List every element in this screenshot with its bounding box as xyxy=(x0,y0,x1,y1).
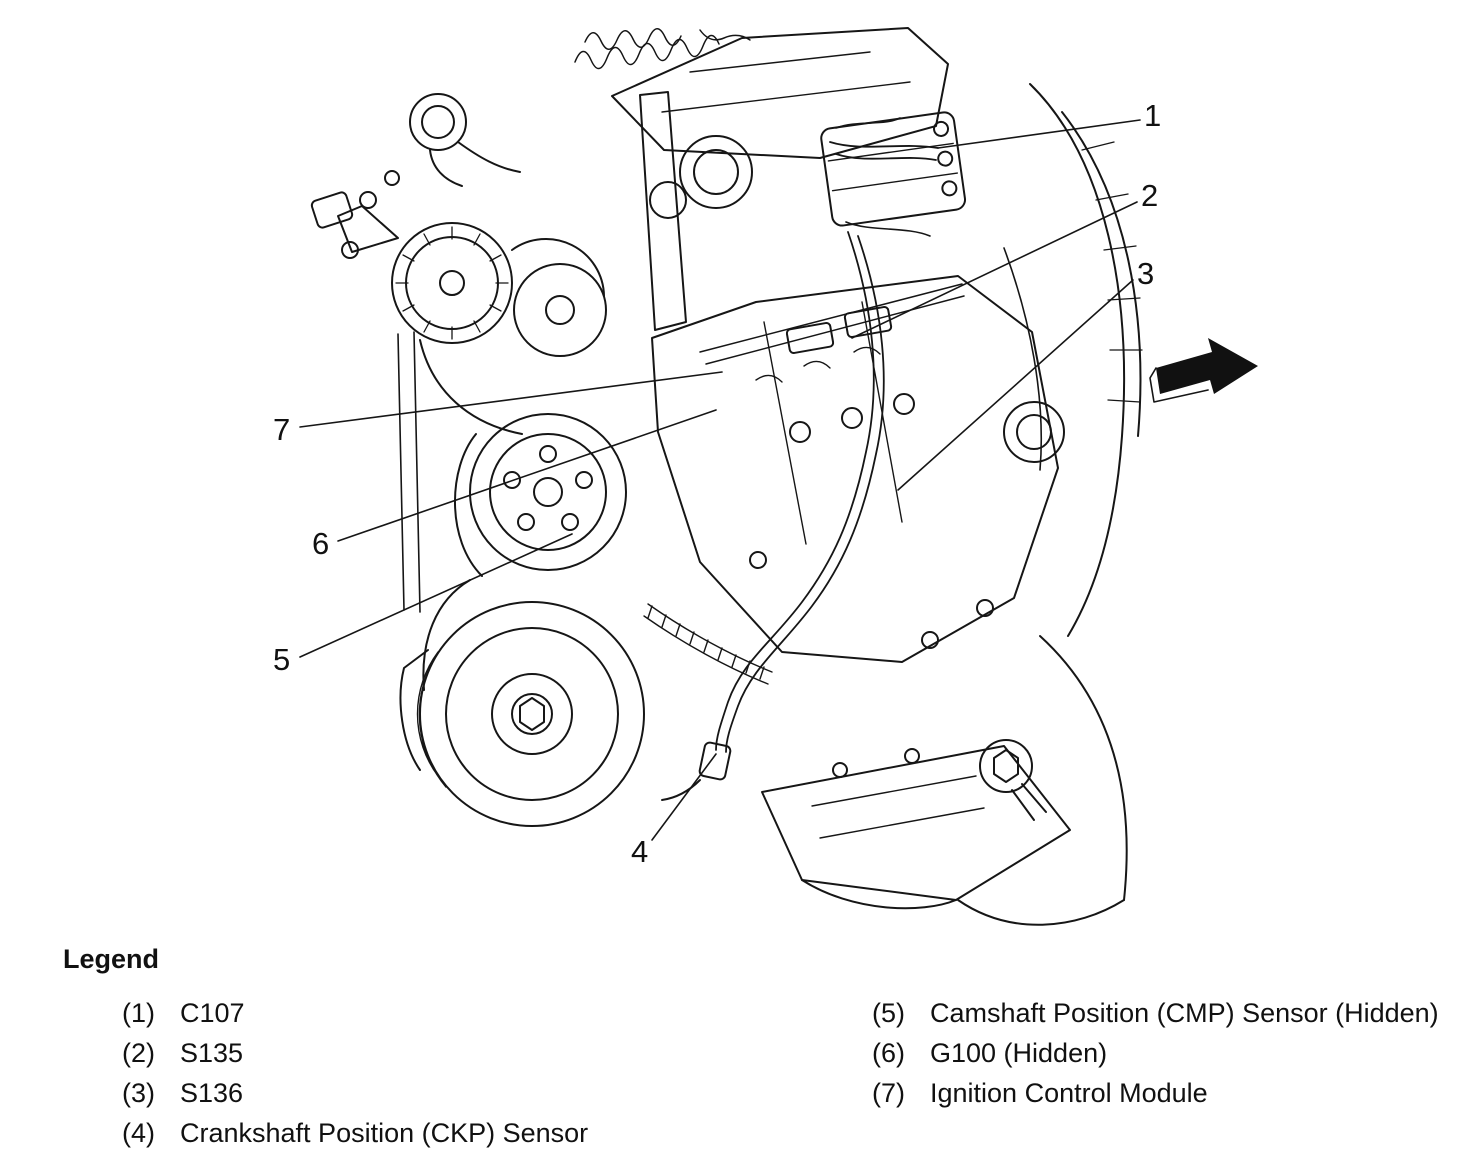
legend-item-number: (4) xyxy=(122,1118,155,1148)
crankshaft-pulley xyxy=(399,579,645,827)
engine-block xyxy=(651,275,1059,663)
legend-item-3: (3) S136 xyxy=(122,1078,588,1109)
legend-item-5: (5) Camshaft Position (CMP) Sensor (Hidd… xyxy=(872,998,1439,1029)
legend-item-label: C107 xyxy=(180,998,245,1028)
wiring-loom-top xyxy=(574,28,751,70)
oil-pan xyxy=(761,745,1071,910)
legend-item-number: (7) xyxy=(872,1078,905,1108)
legend-item-7: (7) Ignition Control Module xyxy=(872,1078,1439,1109)
braided-harness xyxy=(643,603,773,685)
ignition-coil-pack xyxy=(820,111,967,237)
drive-belt xyxy=(397,331,421,613)
drain-bolt xyxy=(979,739,1047,821)
legend-item-label: S136 xyxy=(180,1078,244,1108)
legend-right-column: (5) Camshaft Position (CMP) Sensor (Hidd… xyxy=(872,998,1439,1109)
direction-arrow-icon xyxy=(1149,338,1258,403)
ckp-sensor-connector xyxy=(661,741,732,801)
water-pump-pulley xyxy=(454,413,627,577)
legend-item-number: (5) xyxy=(872,998,905,1028)
frame-curves xyxy=(957,635,1128,926)
legend-item-label: G100 (Hidden) xyxy=(930,1038,1108,1068)
callout-5: 5 xyxy=(273,642,291,677)
dipstick-tube xyxy=(1003,247,1043,471)
callout-2: 2 xyxy=(1141,178,1159,213)
legend-item-number: (3) xyxy=(122,1078,155,1108)
legend-item-1: (1) C107 xyxy=(122,998,588,1029)
belt-tensioner xyxy=(310,170,607,435)
callout-6: 6 xyxy=(312,526,330,561)
legend-item-label: S135 xyxy=(180,1038,244,1068)
callout-7: 7 xyxy=(273,412,291,447)
wiring-harness xyxy=(715,141,939,753)
intake-top xyxy=(611,27,949,331)
legend-title: Legend xyxy=(63,944,160,974)
callout-1: 1 xyxy=(1144,98,1162,133)
legend-item-number: (1) xyxy=(122,998,155,1028)
leader-lines xyxy=(299,119,1141,841)
legend-item-2: (2) S135 xyxy=(122,1038,588,1069)
legend-left-column: (1) C107 (2) S135 (3) S136 (4) Crankshaf… xyxy=(122,998,588,1149)
legend-item-number: (6) xyxy=(872,1038,905,1068)
legend-item-label: Ignition Control Module xyxy=(930,1078,1208,1108)
legend-item-4: (4) Crankshaft Position (CKP) Sensor xyxy=(122,1118,588,1149)
legend-item-number: (2) xyxy=(122,1038,155,1068)
legend-item-label: Camshaft Position (CMP) Sensor (Hidden) xyxy=(930,998,1439,1028)
legend-item-label: Crankshaft Position (CKP) Sensor xyxy=(180,1118,589,1148)
callout-3: 3 xyxy=(1137,256,1155,291)
legend-item-6: (6) G100 (Hidden) xyxy=(872,1038,1439,1069)
callout-4: 4 xyxy=(631,834,649,869)
bell-housing xyxy=(1003,83,1143,637)
lifting-eye xyxy=(409,93,521,187)
